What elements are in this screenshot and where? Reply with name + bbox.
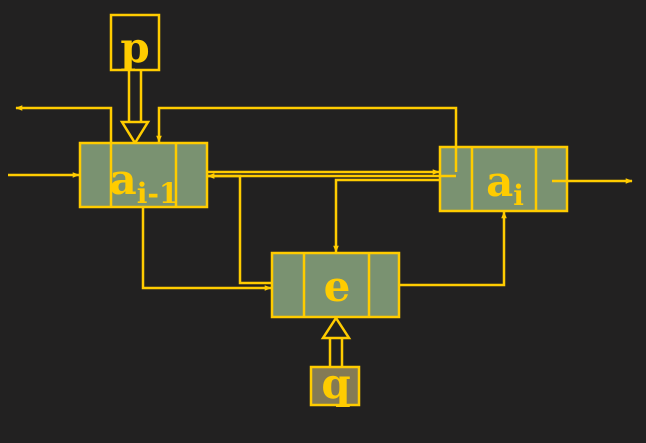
node-prev-box xyxy=(78,141,209,209)
node-prev-label: ai-1 xyxy=(110,155,179,210)
p-pointer-arrowhead xyxy=(119,120,151,146)
pointer-p-label: p xyxy=(120,23,149,72)
q-pointer-arrowhead xyxy=(320,315,352,340)
next-prior-link xyxy=(156,106,458,172)
prev-to-new-link xyxy=(141,207,272,291)
pointer-q-box xyxy=(309,365,361,407)
node-next-box xyxy=(438,145,569,213)
pointer-p-box xyxy=(109,13,161,72)
node-next-base: a xyxy=(486,157,513,206)
next-to-new-link xyxy=(333,178,440,253)
pointer-q-label: q xyxy=(321,359,350,408)
node-next-sub: i xyxy=(513,179,524,212)
node-prev-sub: i-1 xyxy=(137,177,179,210)
node-prev-base: a xyxy=(110,155,137,204)
new-next-link xyxy=(399,211,507,287)
new-prior-link xyxy=(207,173,272,285)
node-new-label: e xyxy=(324,262,351,311)
prev-back-link xyxy=(15,105,113,143)
node-next-label: ai xyxy=(486,157,524,212)
